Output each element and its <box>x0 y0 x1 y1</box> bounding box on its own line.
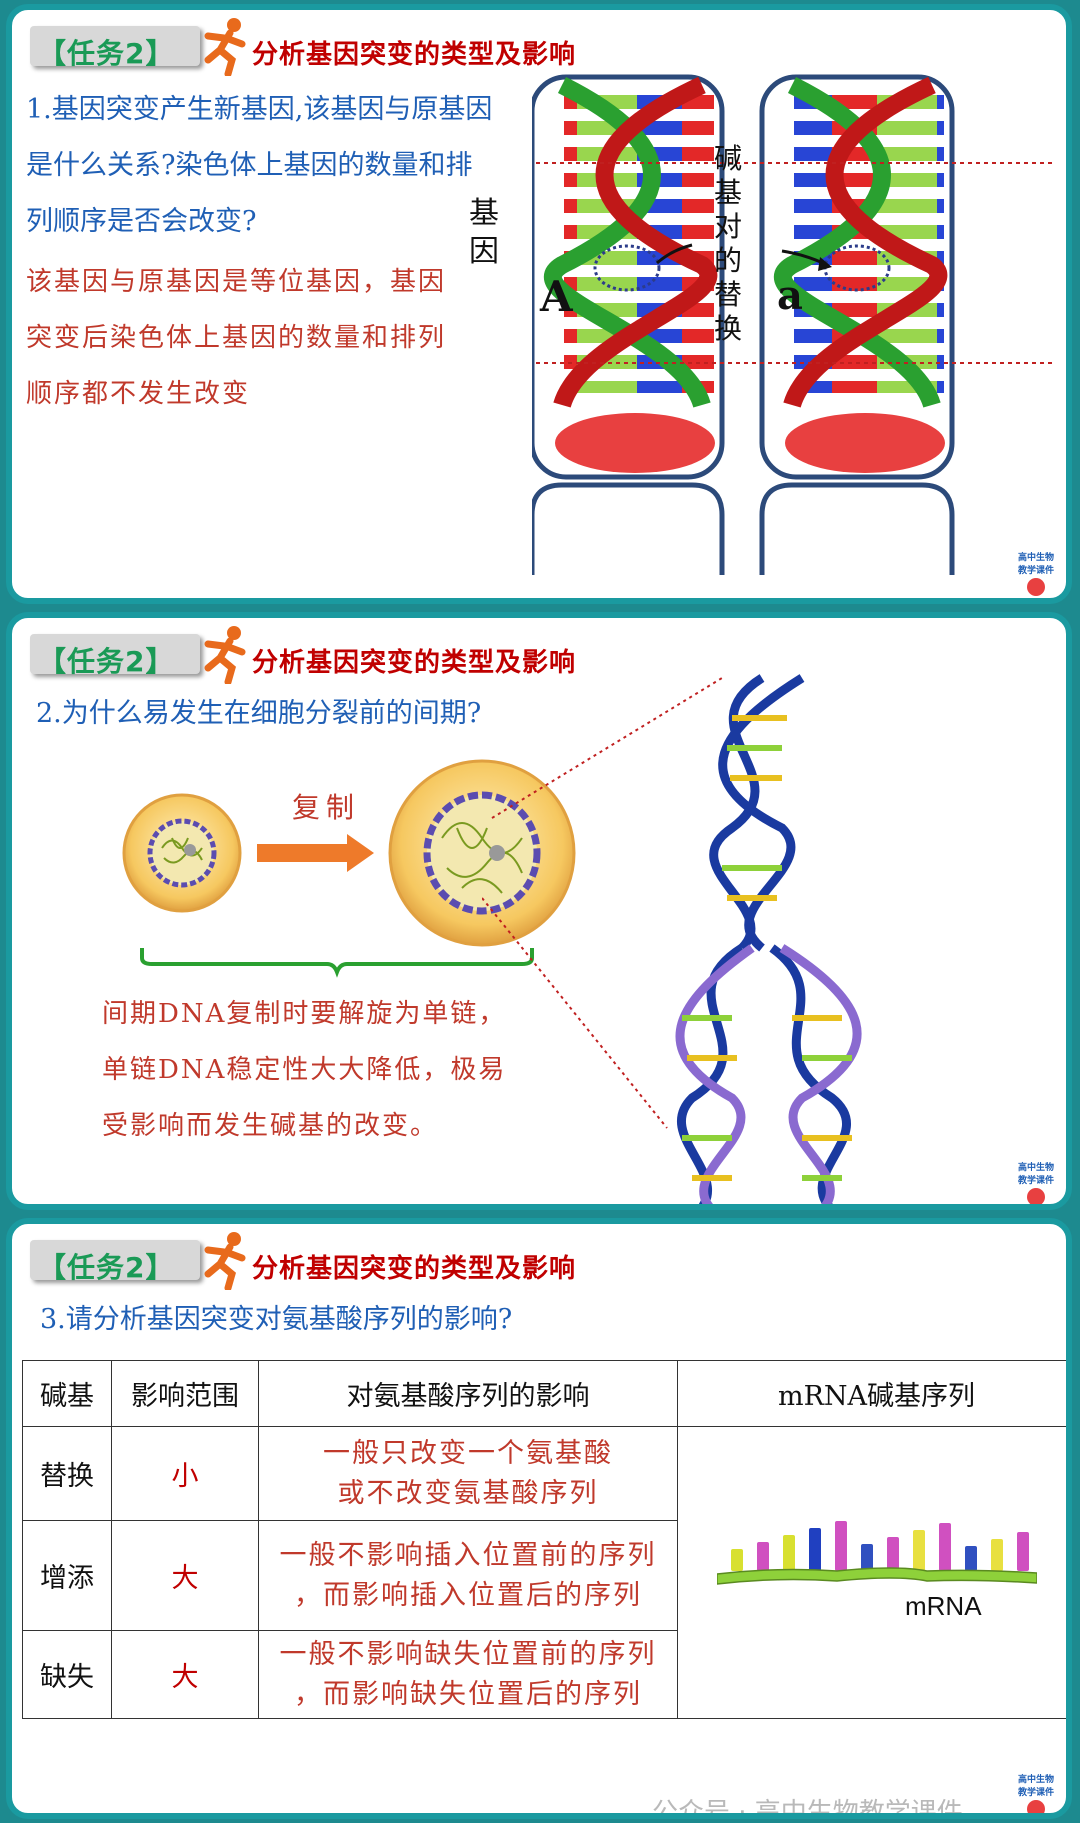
dna-double-helix <box>675 674 862 1204</box>
interphase-bracket <box>140 948 534 978</box>
task-title: 分析基因突变的类型及影响 <box>252 1254 577 1284</box>
allele-label-left: A <box>540 272 573 321</box>
panel-task-2-q1: 【任务2】 分析基因突变的类型及影响 1.基因突变产生新基因,该基因与原基因 是… <box>6 4 1072 604</box>
mrna-base <box>808 1528 821 1571</box>
task-header: 【任务2】 分析基因突变的类型及影响 <box>30 1232 630 1290</box>
mrna-base <box>912 1530 925 1571</box>
task-title: 分析基因突变的类型及影响 <box>252 648 577 678</box>
replication-arrow <box>257 834 374 872</box>
task-tag: 【任务2】 <box>30 26 200 70</box>
cell-replication-diagram <box>122 759 576 978</box>
header-mrna: mRNA碱基序列 <box>677 1360 1066 1427</box>
answer-2: 间期DNA复制时要解旋为单链， 单链DNA稳定性大大降低，极易 受影响而发生碱基… <box>102 999 507 1141</box>
course-logo: 高中生物 教学课件 <box>1014 1160 1058 1204</box>
mrna-base <box>964 1546 977 1571</box>
task-header: 【任务2】 分析基因突变的类型及影响 <box>30 18 630 76</box>
question-1: 1.基因突变产生新基因,该基因与原基因 是什么关系?染色体上基因的数量和排 列顺… <box>26 94 493 237</box>
table-row: 增添 大 一般不影响插入位置前的序列 ，而影响插入位置后的序列 <box>22 1520 1067 1631</box>
question-2: 2.为什么易发生在细胞分裂前的间期? <box>36 698 482 729</box>
mrna-diagram: mRNA <box>715 1521 1038 1621</box>
table-row: 替换 小 一般只改变一个氨基酸 或不改变氨基酸序列 mRNA <box>22 1426 1066 1719</box>
replication-label: 复制 <box>292 791 361 824</box>
runner-icon <box>204 626 246 684</box>
mrna-base <box>834 1521 847 1571</box>
mrna-base <box>1016 1532 1029 1571</box>
header-base: 碱基 <box>22 1360 112 1427</box>
cell-after-replication <box>388 759 576 947</box>
gene-label: 基因 <box>469 196 499 269</box>
mrna-base <box>730 1549 743 1571</box>
course-logo: 高中生物 教学课件 <box>1014 1772 1058 1813</box>
cell-before-replication <box>122 793 242 913</box>
wechat-watermark: 公众号 · 高中生物教学课件 <box>652 1798 963 1819</box>
table-header-row: 碱基 影响范围 对氨基酸序列的影响 mRNA碱基序列 <box>22 1360 1066 1427</box>
dna-replication-illustration <box>482 674 862 1204</box>
task-header: 【任务2】 分析基因突变的类型及影响 <box>30 626 630 684</box>
dna-allele-illustration <box>532 74 1052 575</box>
mrna-base <box>938 1523 951 1571</box>
runner-icon <box>204 18 246 76</box>
task-title: 分析基因突变的类型及影响 <box>252 40 577 70</box>
runner-icon <box>204 1232 246 1290</box>
panel-task-2-q3: 【任务2】 分析基因突变的类型及影响 3.请分析基因突变对氨基酸序列的影响? 碱… <box>6 1218 1072 1819</box>
mutation-effects-table: 碱基 影响范围 对氨基酸序列的影响 mRNA碱基序列 替换 小 一般只改变一个氨… <box>22 1360 1067 1719</box>
chromosome-left <box>532 74 725 575</box>
task-tag: 【任务2】 <box>30 1240 200 1284</box>
mrna-base <box>990 1539 1003 1571</box>
mrna-base <box>886 1537 899 1571</box>
chromosome-right <box>759 74 955 575</box>
task-tag: 【任务2】 <box>30 634 200 678</box>
base-pair-replacement-label: 碱基对的替换 <box>714 142 743 345</box>
mrna-base <box>782 1535 795 1571</box>
mrna-base <box>756 1542 769 1571</box>
course-logo: 高中生物 教学课件 <box>1014 550 1058 598</box>
header-range: 影响范围 <box>111 1360 259 1427</box>
header-effect: 对氨基酸序列的影响 <box>258 1360 678 1427</box>
mrna-base <box>860 1544 873 1571</box>
mrna-cell: mRNA <box>677 1426 1066 1719</box>
mrna-label: mRNA <box>905 1591 982 1621</box>
answer-1: 该基因与原基因是等位基因，基因 突变后染色体上基因的数量和排列 顺序都不发生改变 <box>26 267 447 409</box>
question-3: 3.请分析基因突变对氨基酸序列的影响? <box>40 1304 513 1335</box>
table-row: 缺失 大 一般不影响缺失位置前的序列 ，而影响缺失位置后的序列 <box>22 1630 1067 1719</box>
panel-task-2-q2: 【任务2】 分析基因突变的类型及影响 2.为什么易发生在细胞分裂前的间期? <box>6 612 1072 1210</box>
allele-label-right: a <box>777 272 803 319</box>
